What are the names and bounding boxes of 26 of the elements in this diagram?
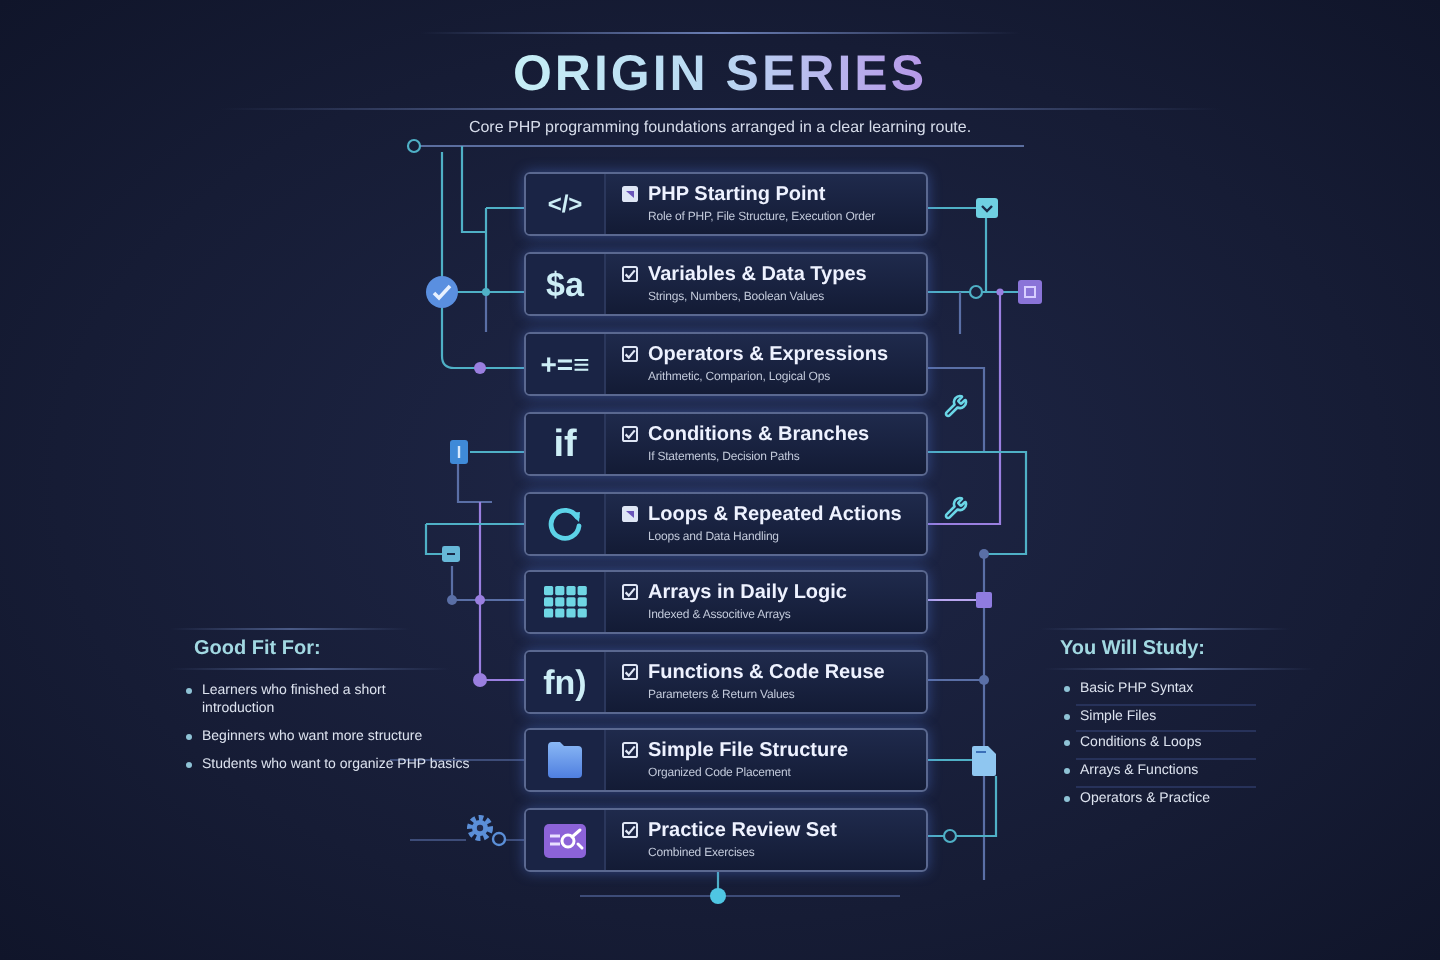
card-title: Operators & Expressions	[648, 342, 889, 368]
card-title: Variables & Data Types	[648, 262, 867, 288]
topic-card	[524, 808, 928, 872]
topic-card	[524, 728, 928, 792]
icon-glyph: if	[553, 425, 577, 463]
topic-card	[524, 172, 928, 236]
icon-glyph: fn)	[543, 665, 587, 699]
card-title: Loops & Repeated Actions	[648, 502, 902, 528]
topic-card	[524, 252, 928, 316]
icon-glyph: </>	[547, 192, 583, 216]
card-title: Functions & Code Reuse	[648, 660, 885, 686]
icon-glyph: $a	[546, 267, 584, 301]
icon-glyph: +=≡	[540, 350, 590, 378]
panel-heading: Good Fit For:	[194, 638, 321, 660]
card-title: Conditions & Branches	[648, 422, 870, 448]
card-title: PHP Starting Point	[648, 182, 828, 208]
card-title: Arrays in Daily Logic	[648, 580, 847, 606]
topic-card	[524, 492, 928, 556]
topic-card	[524, 570, 928, 634]
topic-card	[524, 650, 928, 714]
topic-card	[524, 332, 928, 396]
card-title: Practice Review Set	[648, 818, 837, 844]
topic-card	[524, 412, 928, 476]
card-title: Simple File Structure	[648, 738, 849, 764]
subtitle: Core PHP programming foundations arranged in a clear learning route.	[468, 118, 972, 138]
panel-heading: You Will Study:	[1060, 638, 1205, 660]
